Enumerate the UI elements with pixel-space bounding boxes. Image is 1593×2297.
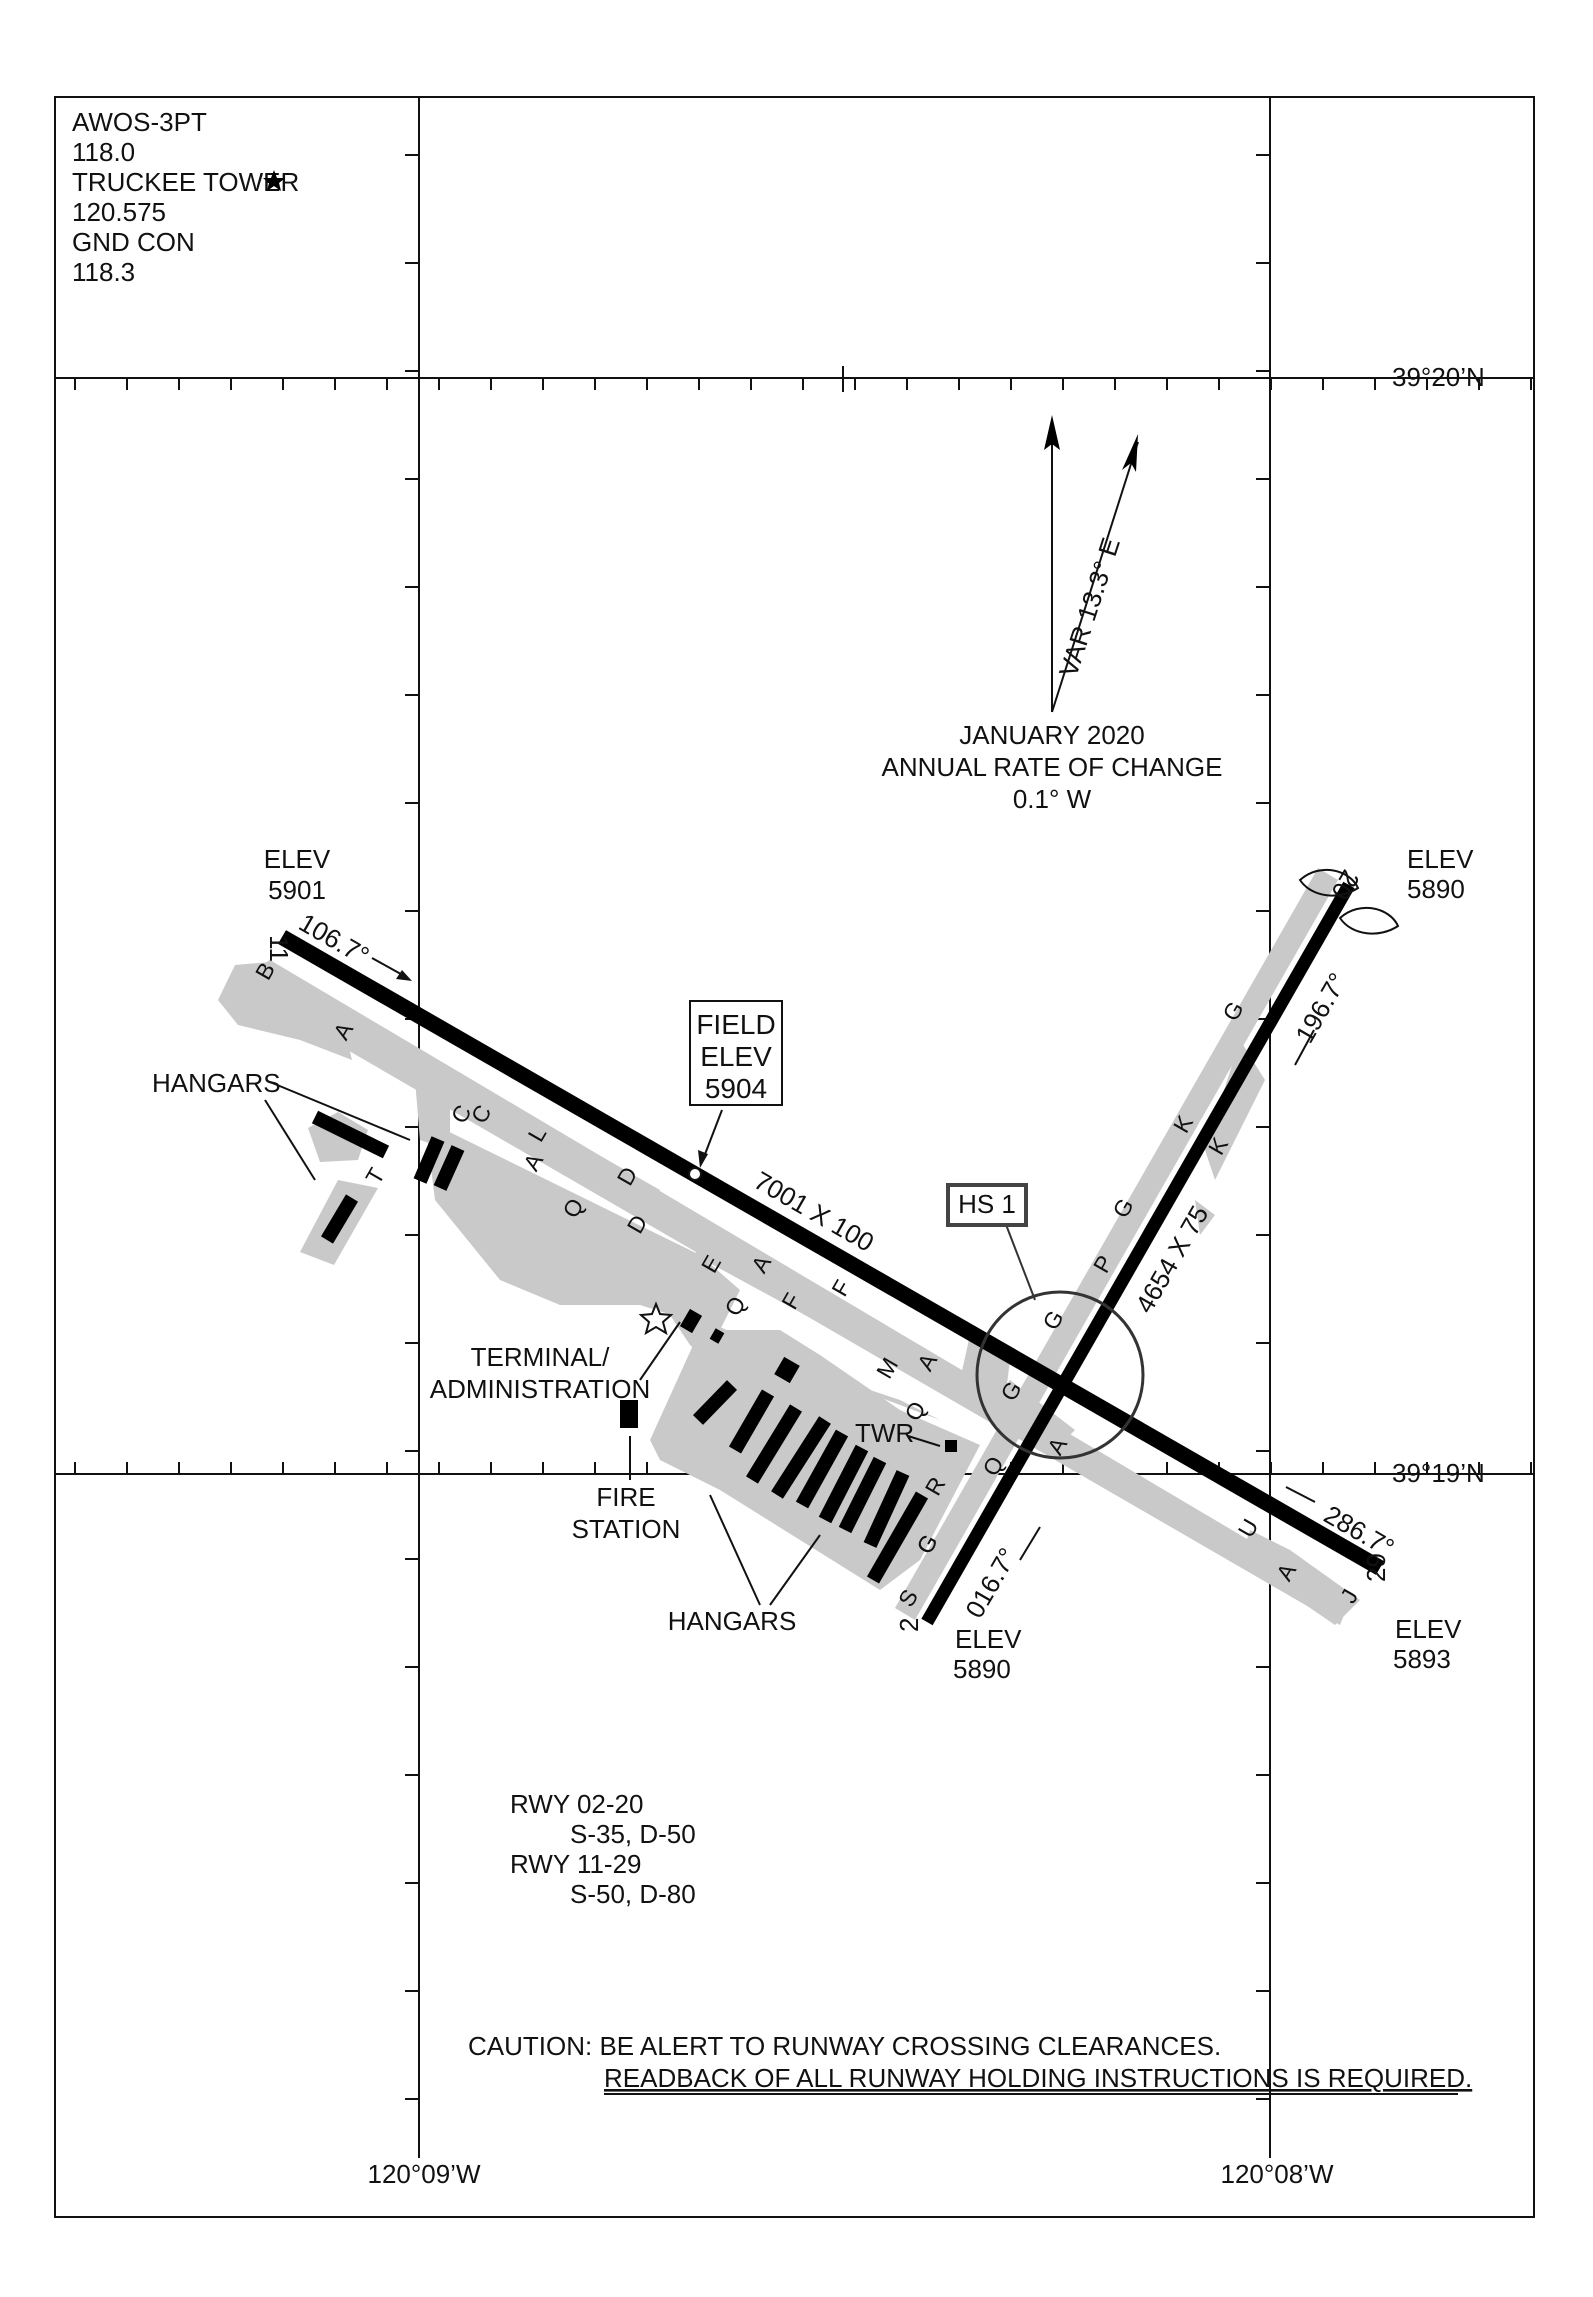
hangars-leader-2 bbox=[264, 1099, 316, 1181]
rwy11-number: 11 bbox=[264, 935, 294, 962]
tower-frequency: 120.575 bbox=[72, 197, 166, 227]
caution-line-1: CAUTION: BE ALERT TO RUNWAY CROSSING CLE… bbox=[468, 2031, 1221, 2061]
field-elev-label: ELEV bbox=[700, 1041, 772, 1072]
field-elevation-value: 5904 bbox=[705, 1073, 767, 1104]
rwy20-heading-arrow bbox=[1294, 1029, 1315, 1066]
rwy02-heading-arrow bbox=[1019, 1526, 1041, 1561]
caution-line-2: READBACK OF ALL RUNWAY HOLDING INSTRUCTI… bbox=[604, 2063, 1472, 2093]
tower-label: TRUCKEE TOWER bbox=[72, 167, 299, 197]
field-elevation-box bbox=[689, 1000, 783, 1106]
rwy20-elevation: 5890 bbox=[1407, 874, 1465, 904]
terminal-leader bbox=[639, 1321, 681, 1381]
rwy02-elevation: 5890 bbox=[953, 1654, 1011, 1684]
ground-label: GND CON bbox=[72, 227, 195, 257]
rwy29-heading-arrow bbox=[1285, 1486, 1316, 1503]
ground-frequency: 118.3 bbox=[72, 257, 135, 287]
runway-02-20 bbox=[921, 881, 1355, 1626]
magnetic-date-text: JANUARY 2020 bbox=[959, 720, 1144, 750]
magnetic-rate-value: 0.1° W bbox=[1013, 784, 1092, 814]
taxiway-label: T bbox=[360, 1163, 390, 1188]
tower-building bbox=[945, 1440, 957, 1452]
fire-station-label-line-1: FIRE bbox=[596, 1482, 655, 1512]
rotating-beacon-icon bbox=[638, 1301, 674, 1336]
wind-cone-icon bbox=[1298, 869, 1400, 935]
rwy29-elev-label: ELEV bbox=[1395, 1614, 1462, 1644]
part-time-tower-star-icon bbox=[263, 170, 285, 191]
latitude-south-label: 39°19’N bbox=[1392, 1458, 1485, 1488]
strength-rwy-b-values: S-50, D-80 bbox=[570, 1879, 696, 1909]
terminal-label-line-1: TERMINAL/ bbox=[471, 1342, 610, 1372]
rwy02-number: 2 bbox=[894, 1618, 924, 1632]
tower-leader bbox=[907, 1435, 941, 1447]
longitude-east-label: 120°08’W bbox=[1220, 2159, 1333, 2189]
tower-label: TWR bbox=[855, 1418, 914, 1448]
rwy29-number: 29 bbox=[1361, 1553, 1391, 1582]
hot-spot-circle bbox=[975, 1290, 1145, 1460]
magnetic-variation-text: VAR 13.3° E bbox=[1053, 534, 1126, 681]
hangars-label-west: HANGARS bbox=[152, 1068, 281, 1098]
rwy20-elev-label: ELEV bbox=[1407, 844, 1474, 874]
hangars-label-south: HANGARS bbox=[668, 1606, 797, 1636]
hangars-south-leader-1 bbox=[709, 1494, 761, 1606]
grid-ticks bbox=[74, 154, 1532, 2100]
rwy11-elev-label: ELEV bbox=[264, 844, 331, 874]
rwy02-elev-label: ELEV bbox=[955, 1624, 1022, 1654]
awos-label: AWOS-3PT bbox=[72, 107, 207, 137]
field-elevation-arrow bbox=[698, 1150, 708, 1168]
lat-lon-grid bbox=[55, 97, 1534, 2158]
frequency-block: AWOS-3PT 118.0 TRUCKEE TOWER 120.575 GND… bbox=[72, 107, 299, 287]
strength-rwy-a: RWY 02-20 bbox=[510, 1789, 643, 1819]
hangar-buildings bbox=[311, 1110, 929, 1584]
magnetic-rate-label: ANNUAL RATE OF CHANGE bbox=[882, 752, 1223, 782]
strength-rwy-b: RWY 11-29 bbox=[510, 1849, 642, 1879]
rwy11-heading-arrowhead bbox=[396, 970, 412, 981]
hot-spot-label: HS 1 bbox=[958, 1189, 1016, 1219]
runway-11-29 bbox=[278, 930, 1384, 1575]
field-elevation-point-icon bbox=[688, 1167, 702, 1181]
hot-spot-box bbox=[946, 1183, 1028, 1227]
strength-rwy-a-values: S-35, D-50 bbox=[570, 1819, 696, 1849]
field-label: FIELD bbox=[696, 1009, 775, 1040]
longitude-west-label: 120°09’W bbox=[367, 2159, 480, 2189]
north-arrow bbox=[1044, 415, 1139, 713]
hangars-leader-1 bbox=[269, 1081, 411, 1141]
hangars-south-leader-2 bbox=[769, 1534, 821, 1606]
terminal-label-line-2: ADMINISTRATION bbox=[430, 1374, 651, 1404]
awos-frequency: 118.0 bbox=[72, 137, 135, 167]
chart-frame bbox=[54, 96, 1535, 2218]
latitude-north-label: 39°20’N bbox=[1392, 362, 1485, 392]
hot-spot-leader bbox=[1004, 1221, 1036, 1301]
rwy11-elevation: 5901 bbox=[268, 875, 326, 905]
fire-station-label-line-2: STATION bbox=[572, 1514, 681, 1544]
terminal-buildings bbox=[620, 1308, 957, 1452]
rwy29-elevation: 5893 bbox=[1393, 1644, 1451, 1674]
